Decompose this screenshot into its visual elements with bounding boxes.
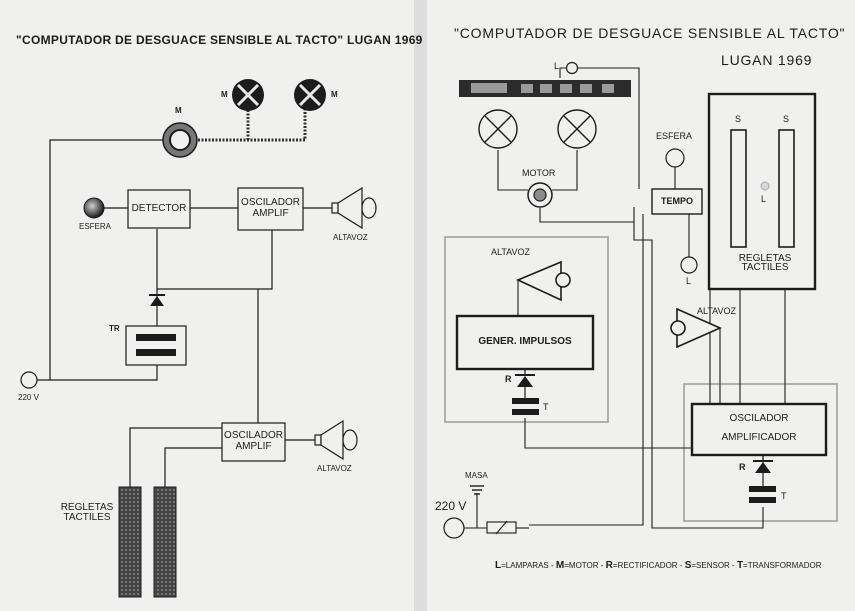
sensor-box <box>707 92 817 291</box>
transformer-2-label: T <box>781 491 787 501</box>
legend: L=LAMPARAS - M=MOTOR - R=RECTIFICADOR - … <box>495 560 822 571</box>
power-220v-label: 220 V <box>435 499 467 513</box>
detector-box <box>127 189 191 229</box>
rectifier-2-symbol <box>753 455 773 486</box>
motor-tempo-wire <box>539 207 635 223</box>
esfera-label: ESFERA <box>656 131 693 141</box>
altavoz-2-label: ALTAVOZ <box>317 464 352 473</box>
esfera-symbol <box>83 197 105 219</box>
lamp-mid-symbol <box>680 256 698 274</box>
rectifier-1-label: R <box>505 374 512 384</box>
tr-ground-wire <box>50 365 158 381</box>
tempo-box <box>651 188 703 215</box>
speaker-top-symbol <box>516 260 571 302</box>
altavoz-mid-wire <box>692 328 721 411</box>
right-schematic-sheet: "COMPUTADOR DE DESGUACE SENSIBLE AL TACT… <box>427 0 855 611</box>
osc-enclosure <box>683 383 838 522</box>
left-title: "COMPUTADOR DE DESGUACE SENSIBLE AL TACT… <box>16 33 423 47</box>
oscilador-amplificador-box <box>690 402 828 457</box>
lamp-mid-label: L <box>686 276 692 286</box>
right-subtitle: LUGAN 1969 <box>721 52 813 68</box>
gener-enclosure <box>444 236 609 423</box>
motor-label: MOTOR <box>522 168 556 178</box>
right-title: "COMPUTADOR DE DESGUACE SENSIBLE AL TACT… <box>454 25 846 41</box>
speaker-2-symbol <box>314 419 358 461</box>
regleta-wire-1 <box>129 427 222 487</box>
masa-label: MASA <box>465 471 488 480</box>
transformer-label: TR <box>109 324 120 333</box>
lamp-1-label: M <box>221 90 228 99</box>
t2-power-wire <box>633 222 764 529</box>
speaker-1-symbol <box>331 186 377 230</box>
right-schematic-drawing <box>443 61 838 539</box>
tempo-label: TEMPO <box>660 196 693 206</box>
osc1-feedback-wire <box>157 229 273 290</box>
esfera-symbol <box>665 148 685 168</box>
transformer-2-symbol <box>749 486 776 503</box>
sensor-lamp-label: L <box>761 194 767 204</box>
masa-ground-symbol <box>470 485 484 495</box>
regleta-2 <box>153 486 177 598</box>
motor-chain <box>198 108 307 142</box>
speaker-mid-symbol <box>670 307 722 349</box>
lamp-top-symbol <box>565 61 579 75</box>
oscilador-1-box <box>237 187 304 231</box>
power-wire <box>37 139 163 381</box>
fuse-symbol <box>486 520 517 535</box>
power-220v-terminal <box>20 371 38 389</box>
sensor-2-label: S <box>783 114 790 124</box>
motor-label: M <box>175 106 182 115</box>
tempo-gener-wire <box>529 214 644 526</box>
left-schematic-drawing <box>20 79 377 598</box>
sensor-strip-1 <box>730 129 747 248</box>
sensor-strip-2 <box>778 129 795 248</box>
lamp-2-symbol <box>294 79 326 111</box>
regleta-wire-2 <box>164 447 222 487</box>
left-schematic-sheet: "COMPUTADOR DE DESGUACE SENSIBLE AL TACT… <box>0 0 422 611</box>
lamp-1-motor-wire <box>497 150 528 191</box>
diode-symbol <box>149 294 165 306</box>
altavoz-top-label: ALTAVOZ <box>491 247 531 257</box>
altavoz-mid-label: ALTAVOZ <box>697 306 737 316</box>
esfera-label: ESFERA <box>79 222 112 231</box>
lamp-1-symbol <box>478 109 518 149</box>
rectifier-2-label: R <box>739 462 746 472</box>
power-220v-terminal <box>443 517 465 539</box>
detector-label: DETECTOR <box>131 203 187 214</box>
lamp-2-label: M <box>331 90 338 99</box>
regleta-1 <box>118 486 142 598</box>
gener-impulsos-label: GENER. IMPULSOS <box>478 336 572 347</box>
transformer-box <box>125 325 187 366</box>
sensor-1-label: S <box>735 114 742 124</box>
sensor-lamp-symbol <box>760 181 770 191</box>
lamp-top-label: L <box>554 61 560 71</box>
oscilador-2-box <box>221 422 286 462</box>
transformer-1-label: T <box>543 402 549 412</box>
power-220v-label: 220 V <box>18 393 39 402</box>
gener-impulsos-box <box>455 314 595 371</box>
transformer-1-symbol <box>512 398 539 415</box>
lamp-2-motor-wire <box>552 150 578 191</box>
lamp-1-symbol <box>232 79 264 111</box>
lamp-2-symbol <box>557 109 597 149</box>
rectifier-1-symbol <box>515 369 535 398</box>
altavoz-1-label: ALTAVOZ <box>333 233 368 242</box>
